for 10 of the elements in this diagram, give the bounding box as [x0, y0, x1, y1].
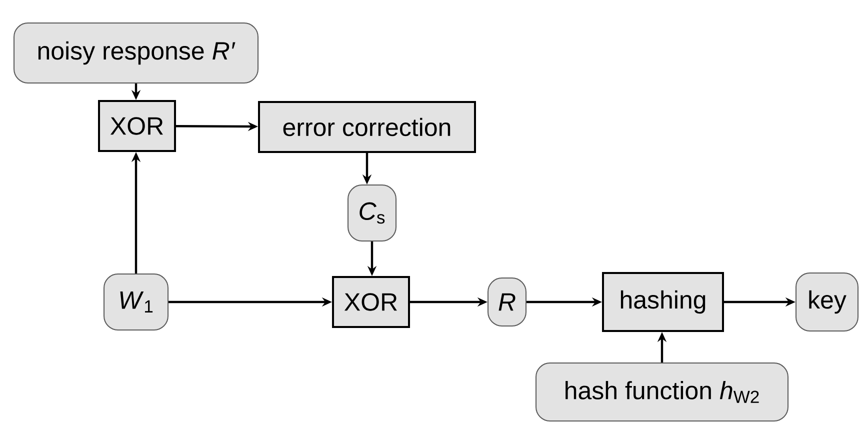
- process-box: hashing: [602, 272, 724, 332]
- rounded-label: noisy response R′: [14, 22, 258, 84]
- value-bubble: key: [796, 272, 858, 332]
- process-box: XOR: [332, 276, 410, 328]
- process-box: XOR: [98, 100, 176, 152]
- rounded-label: hash function h$_{W2}$: [536, 362, 788, 422]
- process-box: error correction: [258, 101, 476, 153]
- value-bubble: W$_{1}$: [104, 274, 168, 330]
- value-bubble: C$_{s}$: [348, 184, 396, 242]
- value-bubble: R: [488, 278, 526, 326]
